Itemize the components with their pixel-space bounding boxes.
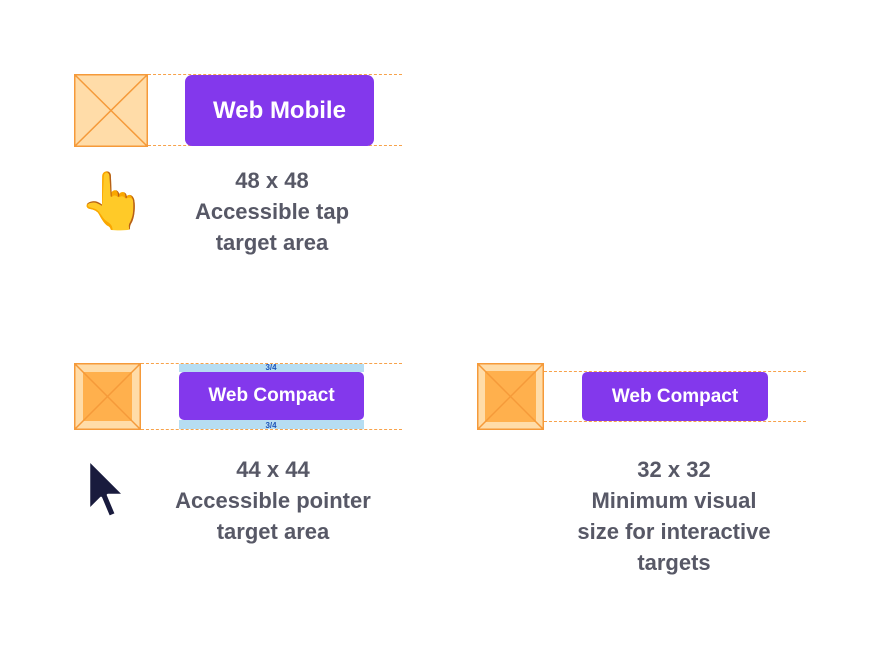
guide-line-top <box>148 74 402 75</box>
guide-line-bottom <box>141 429 402 430</box>
compact-visual-caption: 32 x 32 Minimum visual size for interact… <box>540 454 808 578</box>
visual-target-box <box>477 363 544 430</box>
caption-size: 44 x 44 <box>236 457 310 482</box>
caption-line: Minimum visual <box>591 488 757 513</box>
caption-line: targets <box>637 550 711 575</box>
padding-label-top: 3/4 <box>265 363 277 372</box>
tap-target-box <box>74 74 148 147</box>
guide-line-top <box>141 363 402 364</box>
caption-line: Accessible tap <box>194 199 350 224</box>
compact-pointer-caption: 44 x 44 Accessible pointer target area <box>142 454 404 547</box>
caption-size: 48 x 48 <box>235 168 309 193</box>
web-mobile-button[interactable]: Web Mobile <box>185 75 374 146</box>
guide-line-top <box>544 371 806 372</box>
caption-size: 32 x 32 <box>637 457 711 482</box>
caption-line: Accessible pointer <box>175 488 371 513</box>
mobile-caption: 48 x 48 Accessible tap target area <box>142 165 402 258</box>
padding-strip-bottom <box>179 420 364 429</box>
mouse-cursor-icon <box>86 458 126 522</box>
padding-label-bottom: 3/4 <box>265 421 277 430</box>
pointer-target-box <box>74 363 141 430</box>
web-compact-button[interactable]: Web Compact <box>582 372 768 421</box>
pointing-hand-icon: 👆 <box>78 169 148 232</box>
caption-line: target area <box>216 519 330 544</box>
web-compact-button[interactable]: Web Compact <box>179 372 364 420</box>
padding-strip-top <box>179 364 364 372</box>
caption-line: target area <box>215 230 329 255</box>
caption-line: size for interactive <box>577 519 771 544</box>
guide-line-bottom <box>544 421 806 422</box>
